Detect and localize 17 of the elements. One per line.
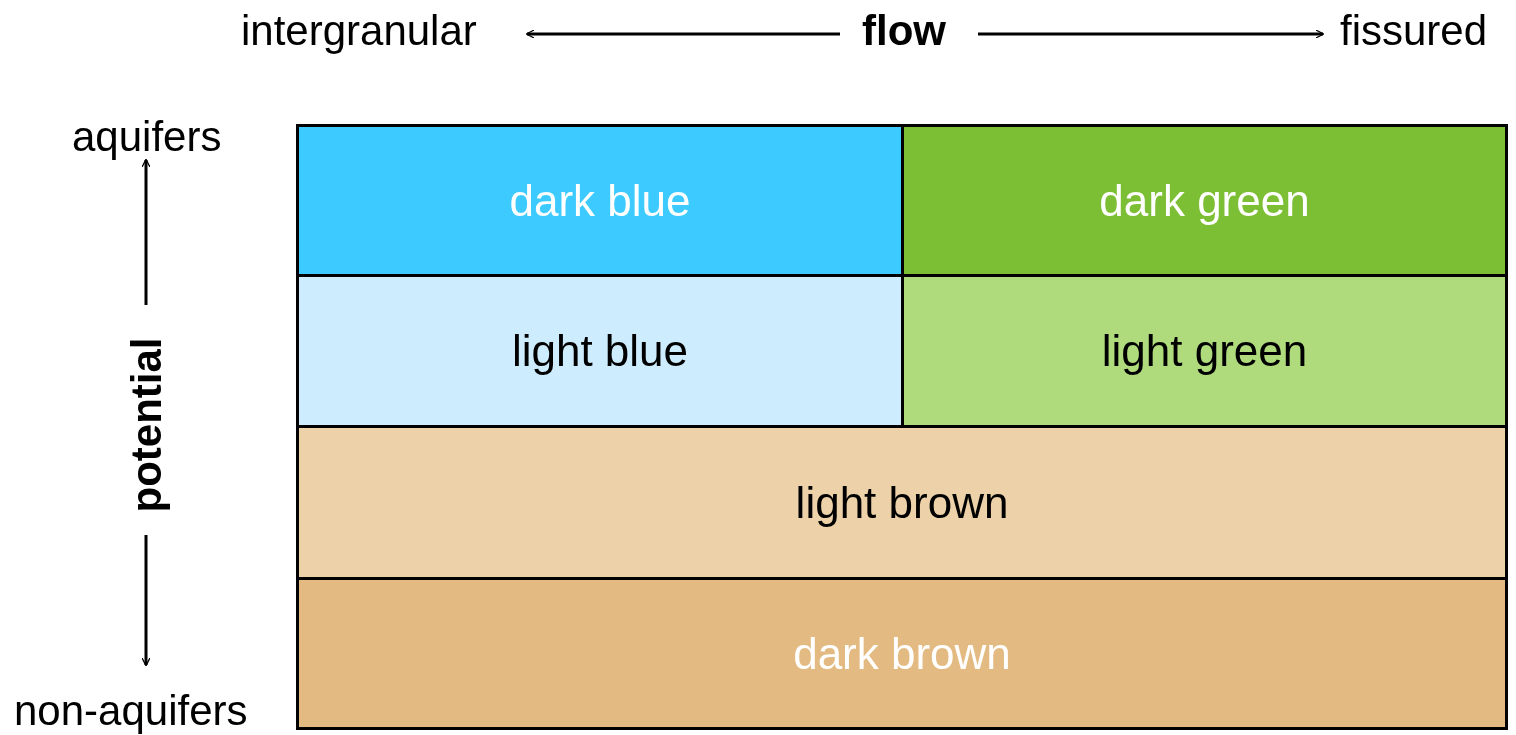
table-cell — [296, 577, 1508, 730]
axis-label: fissured — [1340, 10, 1488, 52]
cell-label: dark brown — [793, 628, 1011, 679]
cell-label: dark blue — [509, 175, 691, 226]
cell-label: dark green — [1099, 175, 1310, 226]
axis-label: aquifers — [72, 116, 222, 158]
cell-label: light brown — [795, 477, 1009, 528]
cell-label: light blue — [511, 326, 689, 376]
axis-title: flow — [862, 10, 946, 52]
axis-label: non-aquifers — [14, 690, 248, 732]
table-cell — [901, 124, 1508, 277]
table-cell — [296, 425, 1508, 580]
axis-label: intergranular — [241, 10, 477, 52]
cell-label: light green — [1101, 326, 1308, 376]
table-cell — [901, 274, 1508, 428]
table-cell — [296, 274, 904, 428]
table-cell — [296, 124, 904, 277]
